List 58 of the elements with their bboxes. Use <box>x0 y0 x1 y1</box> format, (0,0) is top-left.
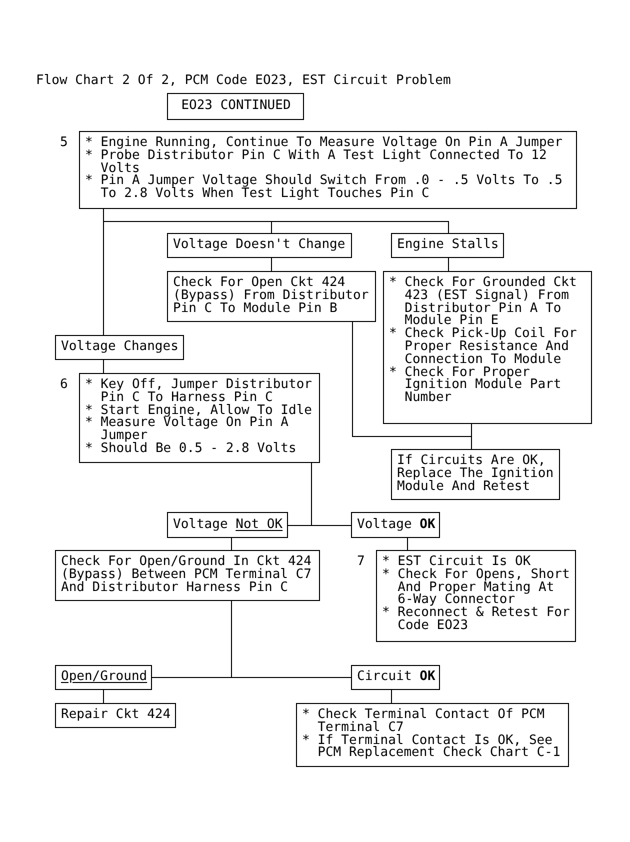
connector-line <box>311 462 352 526</box>
outcome-text: Voltage Changes <box>61 341 179 354</box>
instruction-text: Check For Open/Ground In Ckt 424 (Bypass) Between PCM Terminal C7 And Distributor Harness Pin C <box>61 556 312 594</box>
outcome-text: Voltage Not OK <box>173 518 283 532</box>
connector-line <box>231 537 232 551</box>
outcome-box <box>167 512 288 538</box>
bullet-item: * Check For Opens, Short And Proper Mating At 6-Way Connector <box>382 568 571 608</box>
instruction-box <box>167 271 376 322</box>
instruction-text: If Circuits Are OK, Replace The Ignition Module And Retest <box>397 455 555 494</box>
connector-line <box>271 257 272 272</box>
outcome-box <box>351 665 440 690</box>
bullet-item: * Pin A Jumper Voltage Should Switch From .0 - .5 Volts To .5 To 2.8 Volts When Test Light Touches Pin C <box>85 175 564 201</box>
bullet-item: * Engine Running, Continue To Measure Voltage On Pin A Jumper <box>85 137 564 150</box>
outcome-box <box>55 335 184 360</box>
bullet-item: * Reconnect & Retest For Code EO23 <box>382 607 571 633</box>
connector-line <box>231 600 352 678</box>
bullet-item: * Should Be 0.5 - 2.8 Volts <box>85 442 298 456</box>
outcome-text: Engine Stalls <box>397 239 499 252</box>
instruction-box <box>55 703 176 728</box>
instruction-box <box>376 550 576 642</box>
bullet-item: * Check For Grounded Ckt 423 (EST Signal) From Distributor Pin A To Module Pin E <box>389 277 578 328</box>
instruction-box <box>383 271 592 424</box>
connector-line <box>103 359 104 374</box>
step-number: 6 <box>60 379 68 392</box>
outcome-box <box>55 665 152 690</box>
bullet-item: * Probe Distributor Pin C With A Test Light Connected To 12 Volts <box>85 150 547 176</box>
instruction-box <box>55 550 320 601</box>
outcome-text: Voltage OK <box>357 518 435 532</box>
connector-line <box>407 537 408 551</box>
heading-box <box>167 93 304 120</box>
heading-text: EO23 CONTINUED <box>181 100 291 113</box>
connector-line <box>391 689 392 704</box>
bullet-item: * Check For Proper Ignition Module Part Number <box>389 366 562 405</box>
instruction-box <box>296 703 569 767</box>
bullet-item: * Measure Voltage On Pin A Jumper <box>85 417 288 443</box>
bullet-item: * EST Circuit Is OK <box>382 556 532 569</box>
instruction-text: Repair Ckt 424 <box>61 709 171 722</box>
bullet-item: * Key Off, Jumper Distributor Pin C To Harness Pin C <box>85 379 313 405</box>
bullet-item: * If Terminal Contact Is OK, See PCM Replacement Check Chart C-1 <box>302 734 562 760</box>
outcome-box <box>167 233 352 258</box>
outcome-box <box>391 233 504 258</box>
chart-title: Flow Chart 2 Of 2, PCM Code EO23, EST Circuit Problem <box>36 75 451 88</box>
outcome-text: Open/Ground <box>61 671 147 684</box>
step-number: 7 <box>357 556 365 569</box>
outcome-box <box>351 512 440 538</box>
connector-line <box>103 689 104 704</box>
instruction-box <box>391 449 560 500</box>
instruction-box <box>79 373 320 463</box>
bullet-item: * Check Terminal Contact Of PCM Terminal C7 <box>302 709 545 735</box>
instruction-box <box>79 131 577 209</box>
step-number: 5 <box>60 137 68 150</box>
connector-line <box>448 257 449 272</box>
outcome-text: Voltage Doesn't Change <box>173 239 346 252</box>
bullet-item: * Check Pick-Up Coil For Proper Resistance And Connection To Module <box>389 328 578 367</box>
outcome-text: Circuit OK <box>357 671 435 684</box>
instruction-text: Check For Open Ckt 424 (Bypass) From Distributor Pin C To Module Pin B <box>173 277 370 316</box>
connector-line <box>471 423 472 450</box>
bullet-item: * Start Engine, Allow To Idle <box>85 404 313 418</box>
